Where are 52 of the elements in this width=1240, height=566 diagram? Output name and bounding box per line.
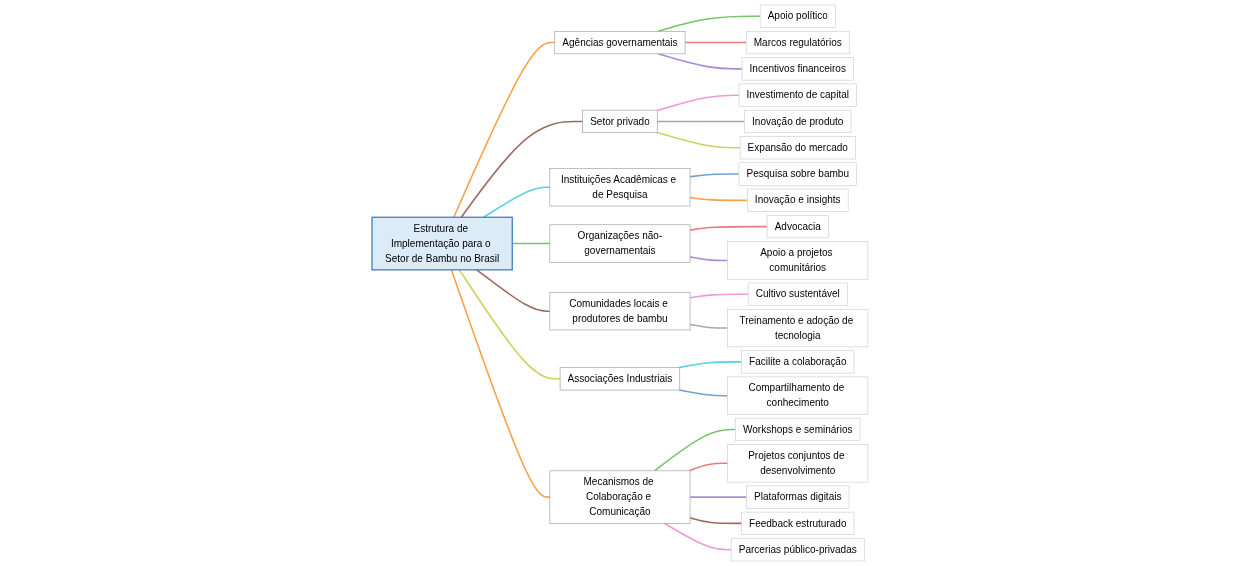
node-box: Treinamento e adoção de tecnologia: [727, 309, 869, 348]
node-box: Pesquisa sobre bambu: [738, 162, 857, 186]
node-box: Workshops e seminários: [735, 417, 861, 442]
connector: [453, 41, 556, 219]
node-box: Setor privado: [582, 109, 658, 134]
connector: [476, 269, 551, 312]
connector: [689, 225, 768, 231]
node-box: Marcos regulatórios: [746, 31, 850, 55]
connector: [689, 323, 729, 329]
node-box: Feedback estruturado: [741, 511, 855, 535]
node-box: Compartilhamento de conhecimento: [727, 376, 869, 415]
connector: [657, 53, 743, 70]
node-box: Inovação e insights: [747, 188, 849, 212]
node-box: Advocacia: [766, 215, 829, 239]
connector: [656, 131, 741, 149]
node-box: Expansão do mercado: [739, 136, 856, 160]
node-box: Incentivos financeiros: [741, 57, 854, 81]
connector: [450, 269, 551, 498]
node-box: Comunidades locais e produtores de bambu: [549, 292, 691, 331]
node-box: Apoio a projetos comunitários: [727, 241, 869, 280]
node-box: Estrutura de Implementação para o Setor de Bambu no Brasil: [371, 216, 513, 271]
node-box: Projetos conjuntos de desenvolvimento: [727, 444, 869, 483]
connector: [689, 173, 740, 178]
connector: [656, 94, 740, 112]
node-box: Instituições Acadêmicas e de Pesquisa: [549, 168, 691, 207]
connector: [678, 361, 743, 369]
node-box: Apoio político: [759, 4, 836, 28]
connector: [657, 15, 761, 33]
node-box: Organizações não-governamentais: [549, 224, 691, 263]
node-box: Plataformas digitais: [746, 485, 850, 509]
connector: [688, 462, 729, 472]
connector: [689, 293, 750, 299]
connector: [653, 428, 737, 472]
connector: [684, 41, 748, 44]
connector: [458, 269, 561, 380]
node-box: Facilite a colaboração: [741, 350, 855, 374]
connector: [460, 120, 584, 219]
connector: [689, 496, 748, 498]
connector: [656, 120, 746, 123]
connector: [663, 522, 733, 551]
node-box: Parcerias público-privadas: [730, 538, 865, 562]
connector: [689, 196, 749, 202]
connector: [689, 256, 729, 262]
node-box: Associações Industriais: [559, 367, 681, 391]
node-box: Cultivo sustentável: [747, 282, 848, 306]
connector: [678, 389, 729, 397]
node-box: Mecanismos de Colaboração e Comunicação: [549, 470, 691, 524]
node-box: Inovação de produto: [744, 109, 852, 134]
node-box: Investimento de capital: [738, 83, 857, 107]
connector: [689, 517, 743, 525]
connector: [482, 186, 551, 219]
node-box: Agências governamentais: [554, 31, 686, 55]
